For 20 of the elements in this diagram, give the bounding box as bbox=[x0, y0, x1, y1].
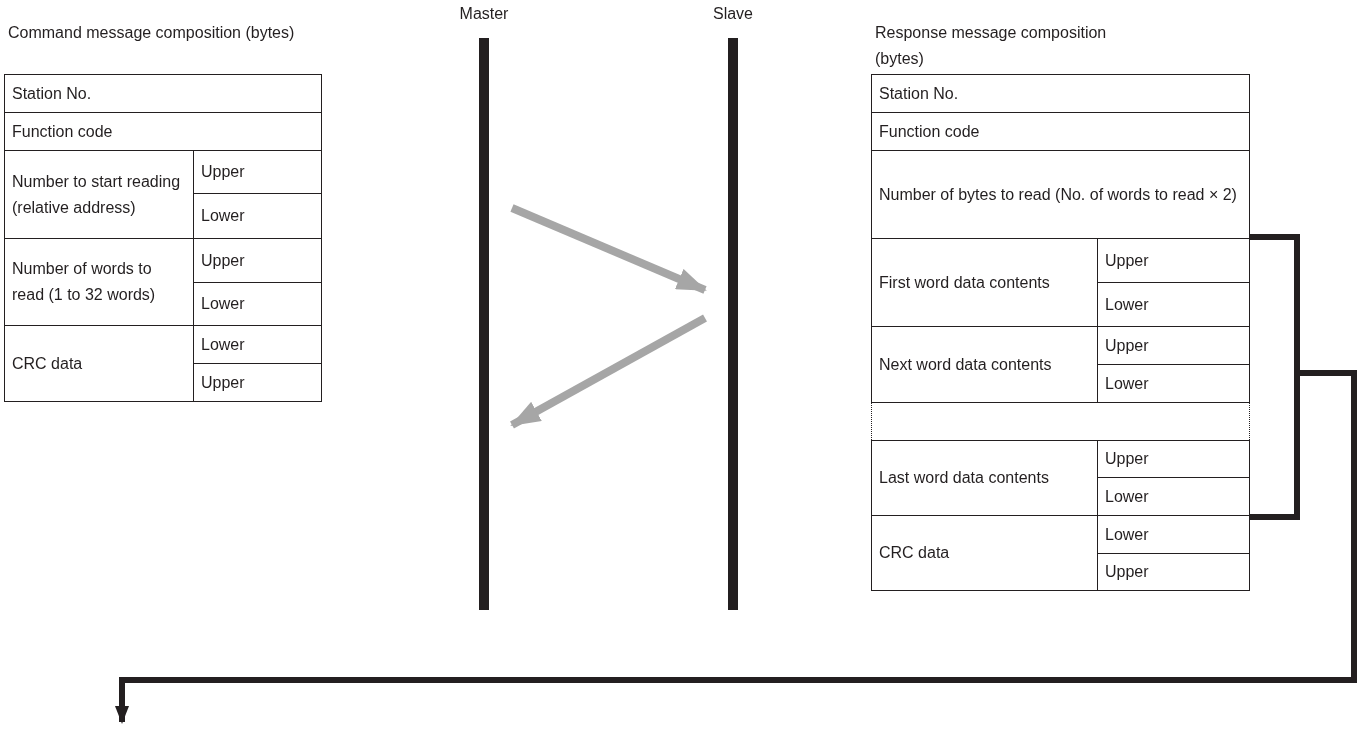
table-cell: Function code bbox=[4, 112, 322, 151]
table-cell: Upper bbox=[193, 363, 322, 402]
table-heading: Response message composition (bytes) bbox=[875, 23, 1108, 69]
message-arrow bbox=[510, 314, 707, 429]
bracket-connector bbox=[115, 234, 1357, 725]
table-cell: Upper bbox=[1097, 553, 1250, 591]
table-cell: CRC data bbox=[4, 325, 194, 402]
table-heading: Command message composition (bytes) bbox=[8, 23, 296, 43]
table-cell: Lower bbox=[1097, 364, 1250, 403]
table-cell: Last word data contents bbox=[871, 440, 1098, 516]
message-arrow bbox=[510, 204, 707, 294]
table-cell: Function code bbox=[871, 112, 1250, 151]
lifeline-label: Master bbox=[459, 4, 509, 24]
table-cell: Next word data contents bbox=[871, 326, 1098, 403]
table-cell: Number of bytes to read (No. of words to read × 2) bbox=[871, 150, 1250, 239]
table-cell: Upper bbox=[1097, 440, 1250, 478]
table-cell: CRC data bbox=[871, 515, 1098, 591]
table-cell: Station No. bbox=[4, 74, 322, 113]
table-cell: Station No. bbox=[871, 74, 1250, 113]
lifeline-label: Slave bbox=[713, 4, 753, 24]
